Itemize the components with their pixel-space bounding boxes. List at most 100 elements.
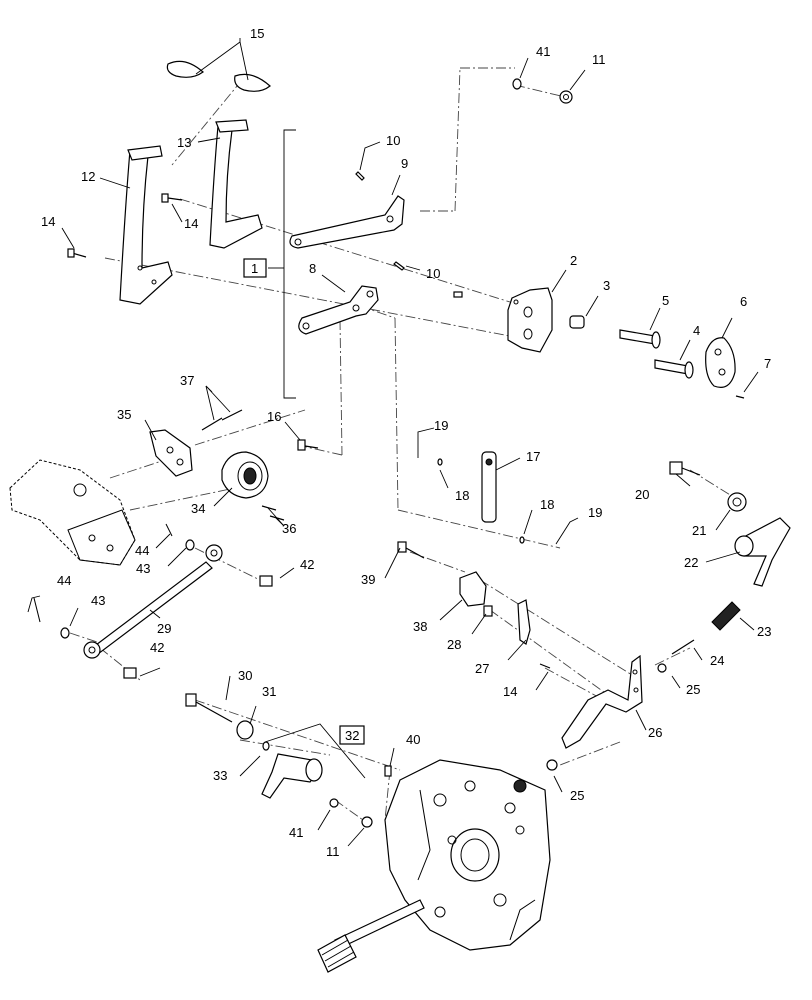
input-shaft	[317, 899, 425, 973]
callout-42: 42	[150, 640, 164, 655]
callout-labels: 15 13 12 14 14 10 9 41 11 1 8 10 2 3 5 6…	[41, 26, 771, 859]
washer-31	[236, 720, 254, 740]
brake-pedal-right	[209, 119, 263, 249]
callout-2: 2	[570, 253, 577, 268]
nut-11a	[559, 90, 573, 104]
washer-25a	[657, 663, 667, 673]
callout-26: 26	[648, 725, 662, 740]
link-rod-29	[83, 544, 223, 659]
callout-43: 43	[136, 561, 150, 576]
washer-33	[262, 741, 270, 751]
washer-43a	[185, 539, 195, 551]
callout-1-box	[243, 258, 267, 278]
callout-35: 35	[117, 407, 131, 422]
callout-1: 1	[251, 261, 258, 276]
washer-41a	[512, 78, 522, 90]
clip-44b	[33, 597, 41, 623]
callout-14: 14	[503, 684, 517, 699]
callout-40: 40	[406, 732, 420, 747]
callout-34: 34	[191, 501, 205, 516]
arm-32	[261, 723, 366, 799]
callout-32-box	[339, 725, 365, 745]
callout-42: 42	[300, 557, 314, 572]
callout-17: 17	[526, 449, 540, 464]
callout-7: 7	[764, 356, 771, 371]
callout-29: 29	[157, 621, 171, 636]
bolt-28	[483, 605, 493, 617]
callout-14: 14	[184, 216, 198, 231]
callout-11: 11	[592, 52, 606, 67]
callout-11: 11	[326, 844, 340, 859]
callout-18: 18	[540, 497, 554, 512]
callout-6: 6	[740, 294, 747, 309]
pin-24	[671, 639, 695, 655]
plate-27	[517, 599, 531, 645]
callout-3: 3	[603, 278, 610, 293]
callout-23: 23	[757, 624, 771, 639]
callout-18: 18	[455, 488, 469, 503]
washer-41b	[329, 798, 339, 808]
callout-14: 14	[41, 214, 55, 229]
callout-25: 25	[570, 788, 584, 803]
callout-41: 41	[289, 825, 303, 840]
callout-20: 20	[635, 487, 649, 502]
callout-31: 31	[262, 684, 276, 699]
callout-10: 10	[386, 133, 400, 148]
washer-43b	[60, 627, 70, 639]
callout-44: 44	[135, 543, 149, 558]
bolt-30	[185, 693, 233, 723]
lever-upper	[289, 195, 405, 249]
lever-arm-22	[734, 517, 791, 587]
leader-lines	[27, 38, 759, 847]
brake-pedal-left	[119, 145, 173, 305]
callout-12: 12	[81, 169, 95, 184]
callout-5: 5	[662, 293, 669, 308]
callout-9: 9	[401, 156, 408, 171]
pin-40	[384, 765, 392, 777]
bolt-16	[297, 439, 319, 451]
clip-44a	[165, 523, 173, 537]
pedal-pad-right	[234, 73, 271, 92]
block-38	[459, 571, 487, 607]
callout-8: 8	[309, 261, 316, 276]
callout-33: 33	[213, 768, 227, 783]
callout-19: 19	[434, 418, 448, 433]
nut-11b	[361, 816, 373, 828]
assembly-bracket	[268, 129, 296, 399]
callout-28: 28	[447, 637, 461, 652]
bolt-14a	[67, 248, 87, 258]
callout-25: 25	[686, 682, 700, 697]
bolt-14b	[161, 193, 183, 203]
clip-18b	[519, 536, 525, 544]
bolt-20	[669, 461, 701, 476]
callout-4: 4	[693, 323, 700, 338]
lever-26	[561, 654, 643, 749]
callout-37: 37	[180, 373, 194, 388]
mounting-bracket	[507, 287, 553, 353]
callout-39: 39	[361, 572, 375, 587]
bolt-39	[397, 541, 425, 559]
callout-22: 22	[684, 555, 698, 570]
callout-15: 15	[250, 26, 264, 41]
bolt-42b	[123, 667, 137, 679]
callout-16: 16	[267, 409, 281, 424]
callout-24: 24	[710, 653, 724, 668]
callout-19: 19	[588, 505, 602, 520]
screw-7	[735, 395, 745, 399]
callout-32: 32	[345, 728, 359, 743]
bolt-14c	[539, 663, 551, 669]
screw-37a	[201, 417, 223, 431]
callout-27: 27	[475, 661, 489, 676]
callout-44: 44	[57, 573, 71, 588]
spring-pin-10b	[393, 261, 405, 271]
callout-41: 41	[536, 44, 550, 59]
callout-21: 21	[692, 523, 706, 538]
screw-37b	[221, 409, 243, 421]
bushing-3	[569, 315, 585, 329]
pedal-pad-left	[166, 60, 204, 78]
lever-lower	[298, 285, 379, 335]
pivot-pin-5	[619, 329, 661, 349]
shaft-17	[481, 451, 497, 523]
bearing-housing	[221, 451, 269, 499]
